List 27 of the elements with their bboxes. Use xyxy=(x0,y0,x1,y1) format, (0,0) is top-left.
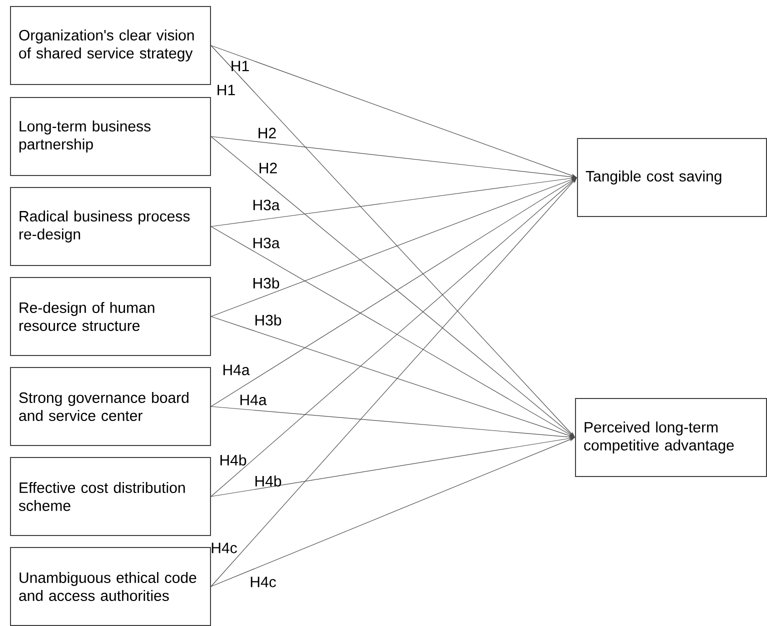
factor-box: Unambiguous ethical code and access authorities xyxy=(10,547,211,626)
factor-box: Long-term business partnership xyxy=(10,97,211,176)
edge-label: H4a xyxy=(240,394,267,406)
factor-box: Tangible cost saving xyxy=(577,138,767,217)
arrow xyxy=(210,45,575,438)
factor-box: Strong governance board and service center xyxy=(10,367,211,446)
edge-label: H4b xyxy=(220,454,246,466)
edge-label: H4b xyxy=(255,476,282,486)
edge-label: H4c xyxy=(250,576,276,588)
factor-box: Organization's clear vision of shared service strategy xyxy=(10,6,211,85)
factor-box: Re-design of human resource structure xyxy=(10,277,211,356)
edge-label: H3b xyxy=(255,314,282,326)
arrow xyxy=(210,136,575,438)
factor-box: Radical business process re-design xyxy=(10,187,211,266)
arrow xyxy=(210,178,577,497)
edge-label: H2 xyxy=(258,128,276,138)
factor-box: Effective cost distribution scheme xyxy=(10,457,211,536)
factor-box: Perceived long-term competitive advantage xyxy=(575,398,767,477)
edge-label: H4a xyxy=(223,364,250,376)
edge-label: H3b xyxy=(253,278,280,288)
edge-label: H3a xyxy=(253,238,280,248)
arrow xyxy=(210,178,577,587)
edge-label: H1 xyxy=(218,84,235,96)
edge-label: H4c xyxy=(212,542,237,554)
edge-label: H1 xyxy=(232,60,249,72)
edge-label: H3a xyxy=(253,200,280,210)
edge-label: H2 xyxy=(260,162,277,174)
